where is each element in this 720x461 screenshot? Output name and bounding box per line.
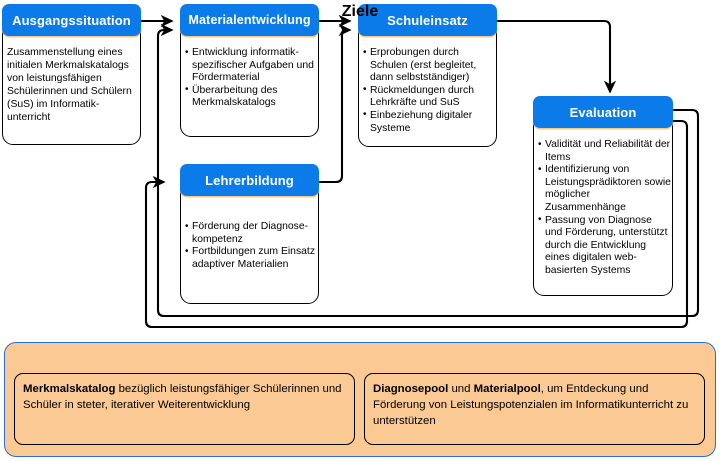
bullet-item: Förderung der Diagnose-kompetenz	[185, 220, 316, 246]
box-evaluation-header[interactable]: Evaluation	[533, 96, 673, 128]
goal-lead-diagnosepool: Diagnosepool	[373, 383, 449, 395]
arrow-lehrerbildung-to-schuleinsatz	[319, 23, 352, 184]
goal-text-pools: , um Entdeckung und Förderung von Leistu…	[373, 383, 689, 427]
goal-lead-materialpool: Materialpool	[473, 383, 541, 395]
bullet-item: Passung von Diagnose und Förderung, unte…	[538, 214, 671, 278]
box-ausgangssituation-body: Zusammenstellung eines initialen Merkmal…	[7, 47, 132, 124]
bullet-item: Überarbeitung des Merkmalskatalogs	[185, 84, 316, 110]
bullet-item: Entwicklung informatik-spezifischer Aufg…	[185, 47, 316, 85]
goal-card-pools[interactable]: Diagnosepool und Materialpool, um Entdec…	[364, 373, 705, 445]
arrow-schuleinsatz-to-evaluation	[497, 19, 617, 94]
bullet-item: Validität und Reliabilität der Items	[538, 138, 671, 164]
bullet-item: Einbeziehung digitaler Systeme	[363, 109, 495, 135]
bullet-item: Rückmeldungen durch Lehrkräfte und SuS	[363, 84, 495, 110]
box-lehrerbildung-header[interactable]: Lehrerbildung	[180, 164, 319, 196]
bullet-item: Erprobungen durch Schulen (erst begleite…	[363, 47, 495, 85]
box-materialentwicklung-body: Entwicklung informatik-spezifischer Aufg…	[185, 47, 316, 110]
box-evaluation-body: Validität und Reliabilität der Items Ide…	[538, 138, 671, 278]
box-schuleinsatz-body: Erprobungen durch Schulen (erst begleite…	[363, 47, 495, 135]
bullet-item: Identifizierung von Leistungsprädiktoren…	[538, 164, 671, 214]
goal-text-merkmalskatalog: bezüglich leistungsfähiger Schülerinnen …	[23, 383, 342, 411]
goals-panel-title: Ziele	[341, 3, 379, 20]
goal-lead-merkmalskatalog: Merkmalskatalog	[23, 383, 116, 395]
box-ausgangssituation-header[interactable]: Ausgangssituation	[2, 4, 141, 36]
box-lehrerbildung-body: Förderung der Diagnose-kompetenz Fortbil…	[185, 220, 316, 271]
goal-conjunction: und	[448, 383, 474, 395]
goal-card-merkmalskatalog[interactable]: Merkmalskatalog bezüglich leistungsfähig…	[14, 373, 355, 445]
bullet-item: Fortbildungen zum Einsatz adaptiver Mate…	[185, 246, 316, 271]
